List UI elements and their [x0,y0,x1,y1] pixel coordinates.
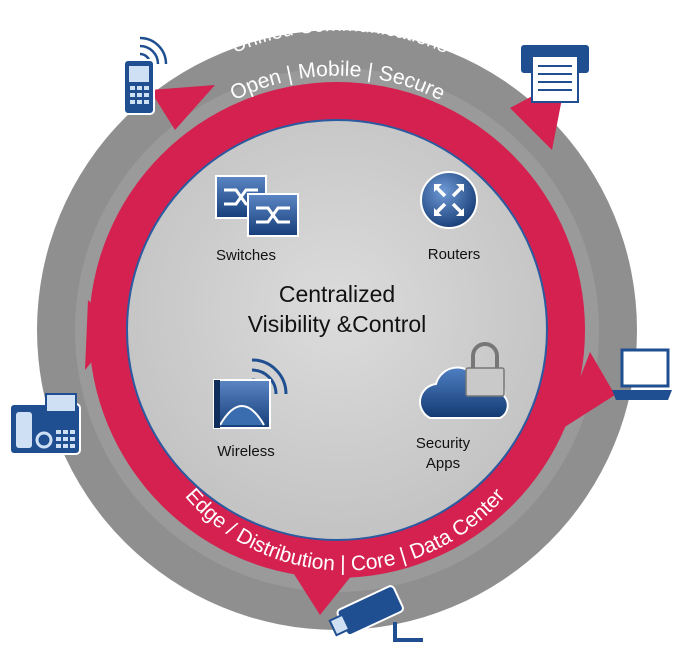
arrowhead-left [85,300,118,370]
security-label-line2: Apps [426,455,460,472]
mobile-phone-icon [123,36,168,115]
security-label-line1: Security [416,435,471,452]
laptop-icon [612,348,672,400]
switches-label: Switches [216,247,276,264]
arrowhead-bottom [285,560,360,615]
security-camera-icon [328,585,423,642]
wireless-label: Wireless [217,443,275,460]
printer-icon [519,43,591,103]
security-cloud-icon [419,342,509,419]
router-icon [420,171,478,229]
center-title-line1: Centralized [279,281,395,307]
routers-label: Routers [428,246,481,263]
center-title-line2: Visibility &Control [248,311,427,337]
wireless-icon [213,358,288,429]
arrowhead-top-left [150,85,215,130]
arrowhead-right [560,352,615,430]
switches-icon [215,175,299,237]
desk-phone-icon [9,393,81,455]
